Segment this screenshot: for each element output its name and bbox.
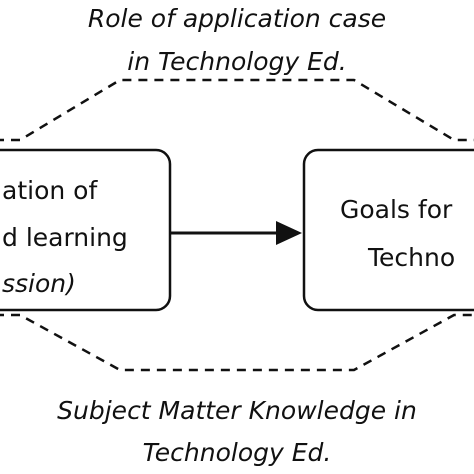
top-caption-line-1: Role of application case (88, 4, 386, 33)
right-box (302, 148, 474, 312)
left-box (0, 148, 172, 312)
dashed-outline-bottom (0, 313, 474, 372)
arrow-head-icon (276, 221, 302, 245)
right-box-line-1: Goals for (340, 195, 453, 224)
left-box-line-3: ssion) (2, 269, 76, 298)
bottom-caption-line-2: Technology Ed. (143, 438, 332, 467)
dashed-outline-top (0, 78, 474, 142)
left-box-line-1: ation of (2, 176, 98, 205)
bottom-caption-line-1: Subject Matter Knowledge in (57, 396, 417, 425)
top-caption-line-2: in Technology Ed. (127, 47, 347, 76)
left-box-line-2: d learning (2, 223, 128, 252)
right-box-line-2: Techno (367, 243, 455, 272)
